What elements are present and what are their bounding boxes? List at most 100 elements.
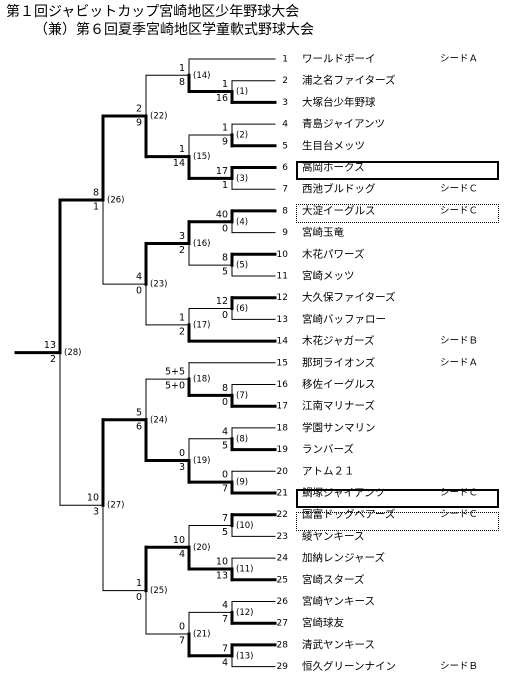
highlight-box-team-21	[296, 489, 499, 508]
score-bottom-27: 3	[93, 507, 99, 518]
team-number-6: 6	[282, 163, 288, 173]
score-top-20: 10	[173, 535, 185, 546]
team-name-4: 青島ジャイアンツ	[302, 117, 385, 130]
score-top-21: 0	[179, 622, 185, 633]
team-name-28: 清武ヤンキース	[302, 638, 375, 651]
team-name-5: 生目台メッツ	[302, 139, 365, 152]
score-top-23: 4	[136, 272, 142, 283]
team-number-15: 15	[277, 358, 288, 368]
team-number-29: 29	[277, 662, 289, 672]
score-bottom-12: 7	[222, 614, 228, 625]
game-number-16: (16)	[193, 239, 210, 249]
team-number-18: 18	[277, 423, 289, 433]
team-name-1: ワールドボーイ	[302, 53, 376, 65]
score-bottom-26: 1	[93, 202, 99, 213]
team-name-22: 国富ドッグベアーズ	[302, 508, 395, 521]
game-number-1: (1)	[236, 87, 248, 97]
score-bottom-17: 2	[179, 326, 185, 337]
team-name-27: 宮崎球友	[302, 616, 344, 629]
score-bottom-23: 0	[136, 286, 142, 297]
game-number-21: (21)	[193, 630, 210, 640]
team-number-17: 17	[277, 402, 288, 412]
team-name-12: 大久保ファイターズ	[302, 291, 396, 304]
score-top-11: 10	[216, 556, 228, 567]
team-number-27: 27	[277, 619, 288, 629]
team-name-19: ランバーズ	[302, 443, 354, 456]
score-top-18: 5+5	[165, 367, 185, 378]
game-number-15: (15)	[193, 152, 210, 162]
team-number-25: 25	[277, 575, 288, 585]
team-name-14: 木花ジャガーズ	[302, 334, 374, 347]
game-number-7: (7)	[236, 391, 248, 401]
game-number-8: (8)	[236, 434, 248, 444]
team-number-22: 22	[277, 510, 288, 520]
score-bottom-25: 0	[136, 592, 142, 603]
team-name-20: アトム２１	[302, 465, 355, 477]
game-number-6: (6)	[236, 304, 248, 314]
score-top-6: 12	[216, 296, 228, 307]
score-top-4: 40	[216, 209, 228, 220]
title-line-1: 第１回ジャビットカップ宮崎地区少年野球大会	[6, 4, 300, 20]
score-bottom-10: 5	[222, 527, 228, 538]
team-name-13: 宮崎バッファロー	[302, 312, 386, 325]
score-top-1: 1	[222, 79, 228, 90]
team-name-11: 宮崎メッツ	[302, 269, 355, 282]
team-number-26: 26	[277, 597, 289, 607]
game-number-14: (14)	[193, 71, 210, 81]
game-number-3: (3)	[236, 174, 248, 184]
score-bottom-18: 5+0	[165, 381, 185, 392]
score-top-24: 5	[136, 407, 142, 418]
seed-label-22: シードＣ	[440, 509, 478, 520]
game-number-12: (12)	[236, 608, 253, 618]
team-number-14: 14	[277, 337, 289, 347]
highlight-box-team-22	[296, 512, 499, 531]
score-bottom-19: 3	[179, 462, 185, 473]
game-number-19: (19)	[193, 456, 210, 466]
seed-label-1: シードＡ	[440, 54, 478, 65]
team-name-24: 加納レンジャーズ	[302, 551, 385, 564]
game-number-17: (17)	[193, 320, 210, 330]
score-top-22: 2	[136, 103, 142, 114]
seed-label-29: シードＢ	[440, 661, 478, 672]
highlight-box-team-8	[296, 204, 499, 223]
game-number-25: (25)	[150, 586, 167, 596]
game-number-9: (9)	[236, 478, 248, 488]
score-top-25: 1	[136, 578, 142, 589]
team-number-23: 23	[277, 532, 288, 542]
score-bottom-6: 0	[222, 310, 228, 321]
score-bottom-20: 4	[179, 549, 185, 560]
game-number-2: (2)	[236, 130, 248, 140]
seed-label-14: シードＢ	[440, 336, 478, 347]
team-number-19: 19	[277, 445, 289, 455]
score-bottom-7: 0	[222, 397, 228, 408]
team-number-12: 12	[277, 293, 288, 303]
score-bottom-5: 5	[222, 267, 228, 278]
team-number-13: 13	[277, 315, 288, 325]
score-bottom-21: 7	[179, 636, 185, 647]
score-bottom-14: 8	[179, 77, 185, 88]
highlight-box-team-6	[296, 161, 499, 180]
team-name-8: 大淀イーグルス	[302, 204, 376, 217]
team-number-28: 28	[277, 640, 289, 650]
game-number-5: (5)	[236, 261, 248, 271]
game-number-23: (23)	[150, 280, 167, 290]
team-name-18: 学園サンマリン	[302, 421, 376, 434]
score-bottom-15: 14	[173, 158, 185, 169]
score-top-3: 17	[216, 166, 228, 177]
score-bottom-13: 4	[222, 657, 228, 668]
team-name-9: 宮崎玉竜	[302, 226, 344, 239]
score-top-14: 1	[179, 63, 185, 74]
game-number-18: (18)	[193, 375, 210, 385]
team-number-9: 9	[282, 228, 288, 238]
score-top-19: 0	[179, 448, 185, 459]
score-bottom-22: 9	[136, 117, 142, 128]
score-top-28: 13	[44, 340, 56, 351]
team-name-2: 浦之名ファイターズ	[302, 74, 396, 87]
seed-label-7: シードＣ	[440, 184, 478, 195]
game-number-20: (20)	[193, 543, 210, 553]
score-bottom-1: 16	[216, 93, 228, 104]
team-number-4: 4	[282, 120, 288, 130]
team-name-6: 高岡ホークス	[302, 161, 365, 174]
score-bottom-11: 13	[216, 570, 228, 581]
team-number-16: 16	[277, 380, 289, 390]
